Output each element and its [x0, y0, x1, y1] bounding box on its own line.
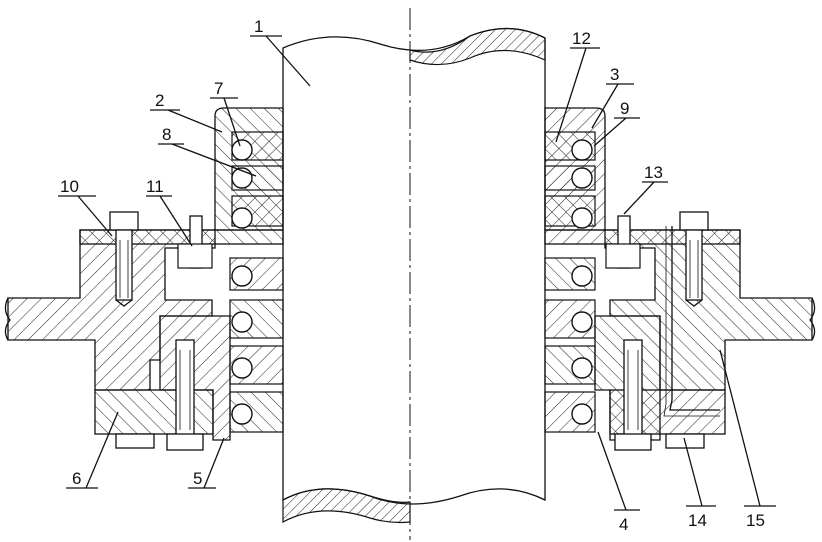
callout-12: 12 [572, 29, 591, 48]
callout-15: 15 [746, 511, 765, 530]
callout-14: 14 [688, 511, 707, 530]
callout-7: 7 [214, 79, 223, 98]
left-ring-6 [95, 390, 213, 434]
right-cover-plate [545, 230, 740, 244]
left-cover-plate [80, 230, 283, 244]
shaft [283, 8, 545, 540]
left-assembly [5, 108, 283, 450]
callout-3: 3 [610, 65, 619, 84]
callout-13: 13 [644, 163, 663, 182]
callout-4: 4 [619, 515, 628, 534]
callout-6: 6 [72, 469, 81, 488]
callout-10: 10 [60, 177, 79, 196]
right-assembly [545, 108, 815, 450]
callout-11: 11 [146, 177, 164, 196]
callout-2: 2 [155, 91, 164, 110]
callout-5: 5 [193, 469, 202, 488]
callout-9: 9 [620, 99, 629, 118]
callout-8: 8 [162, 125, 171, 144]
callout-1: 1 [254, 17, 263, 36]
